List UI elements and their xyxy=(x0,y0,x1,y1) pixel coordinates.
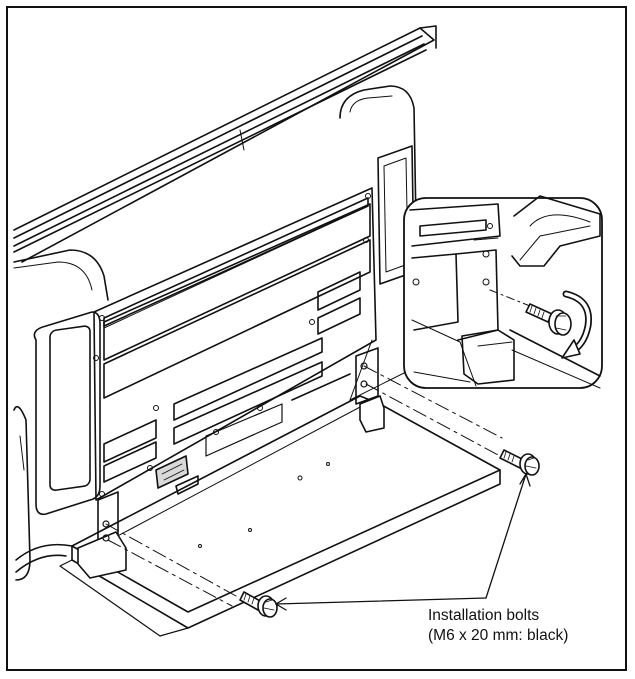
callout-leaders xyxy=(275,473,531,611)
pedestal-stand xyxy=(15,347,501,637)
bolt-guide-lines xyxy=(105,365,503,607)
bolt-icon xyxy=(239,449,540,618)
tv-top-bezel xyxy=(13,25,437,263)
clockwise-rotation-arrow-icon xyxy=(561,290,593,359)
tv-back-body xyxy=(13,85,421,581)
callout-line-2: (M6 x 20 mm: black) xyxy=(428,627,569,644)
installation-bolts-label: Installation bolts (M6 x 20 mm: black) xyxy=(428,606,568,646)
back-panel xyxy=(93,187,377,501)
callout-line-1: Installation bolts xyxy=(428,607,540,624)
post-holes xyxy=(102,362,368,542)
detail-inset xyxy=(349,195,603,401)
